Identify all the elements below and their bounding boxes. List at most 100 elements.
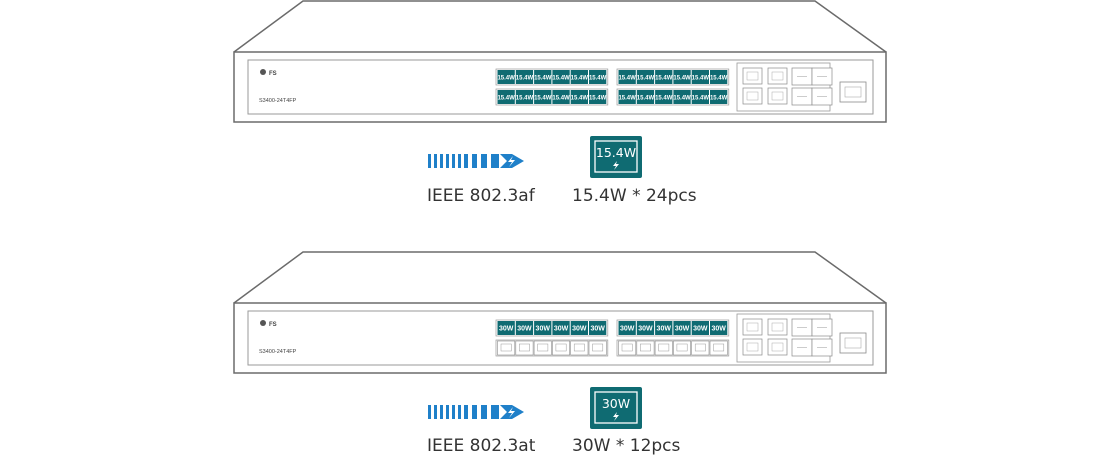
budget-label-af: 15.4W * 24pcs [572, 186, 697, 206]
poe-port [552, 90, 570, 104]
uplink-frame [736, 62, 831, 112]
arrow-dash [491, 405, 499, 419]
port-group-frame [616, 319, 730, 337]
poe-port [534, 70, 552, 84]
port-group-frame [495, 68, 609, 86]
poe-port [710, 90, 728, 104]
switch-top [233, 251, 887, 304]
rj45-port-icon [636, 340, 655, 356]
poe-port-label: 15.4W [589, 95, 607, 101]
poe-port-label: 15.4W [534, 75, 552, 81]
console-port-icon [839, 332, 867, 354]
lightning-icon [508, 407, 515, 418]
poe-port [552, 70, 570, 84]
port-group-frame [495, 339, 609, 357]
rj45-port-icon [742, 87, 763, 105]
rj45-jack [658, 343, 670, 352]
poe-port [636, 70, 655, 84]
rj45-jack [676, 343, 688, 352]
poe-port-label: 30W [517, 325, 532, 332]
rj45-jack [713, 343, 725, 352]
rj45-jack [592, 343, 604, 352]
model-text: S3400-24T4FP [259, 98, 297, 104]
poe-port [691, 321, 709, 335]
model-text: S3400-24T4FP [259, 349, 297, 355]
poe-port-label: 30W [657, 325, 672, 332]
poe-port-label: 30W [572, 325, 587, 332]
rj45-jack [537, 343, 549, 352]
rj45-port-icon [618, 340, 637, 356]
poe-port-label: 15.4W [692, 75, 710, 81]
arrow-dash [491, 154, 499, 168]
poe-port-label: 30W [620, 325, 635, 332]
poe-port [570, 70, 588, 84]
arrow-dash [464, 154, 468, 168]
uplink-frame [736, 313, 831, 363]
poe-port-label: 15.4W [571, 75, 589, 81]
arrow-dash [452, 405, 455, 419]
poe-port [691, 70, 709, 84]
rj45-jack [746, 342, 759, 352]
poe-port-label: 30W [554, 325, 569, 332]
port-group-frame [616, 339, 730, 357]
rj45-jack [500, 343, 512, 352]
rj45-jack [519, 343, 530, 352]
badge-inner-frame [594, 391, 638, 424]
poe-port-badge-icon: 15.4W [590, 136, 642, 178]
standard-label-at: IEEE 802.3at [427, 436, 536, 456]
poe-port-label: 15.4W [497, 95, 515, 101]
poe-port [515, 321, 534, 335]
arrow-dash [472, 405, 477, 419]
poe-port [534, 321, 552, 335]
poe-port-label: 15.4W [552, 75, 570, 81]
poe-port-badge-icon: 30W [590, 387, 642, 429]
rj45-port-icon [767, 87, 788, 105]
badge-label: 30W [602, 396, 630, 411]
arrow-dash [440, 405, 443, 419]
arrow-dash [458, 405, 461, 419]
rj45-port-icon [533, 340, 552, 356]
arrow-dash [440, 154, 443, 168]
poe-port-label: 15.4W [516, 75, 534, 81]
poe-arrow-icon [428, 154, 524, 168]
poe-port [673, 90, 691, 104]
port-group-frame [495, 319, 609, 337]
poe-port-label: 15.4W [637, 75, 655, 81]
poe-port-label: 15.4W [710, 95, 728, 101]
lightning-icon [613, 161, 619, 170]
lightning-icon [613, 412, 619, 421]
rj45-port-icon [497, 340, 516, 356]
poe-port [589, 90, 607, 104]
arrow-dash [428, 154, 431, 168]
poe-port-label: 15.4W [673, 95, 691, 101]
poe-port [618, 321, 636, 335]
poe-port [655, 90, 673, 104]
poe-port [515, 90, 534, 104]
budget-label-at: 30W * 12pcs [572, 436, 681, 456]
rj45-jack [746, 71, 759, 81]
poe-port [497, 70, 515, 84]
arrow-dash [434, 405, 437, 419]
poe-port-label: 30W [693, 325, 708, 332]
poe-port [497, 90, 515, 104]
port-group-frame [495, 88, 609, 106]
arrow-dash [446, 154, 449, 168]
rj45-port-icon [767, 318, 788, 336]
poe-port [710, 70, 728, 84]
rj45-jack [771, 342, 784, 352]
rj45-port-icon [767, 67, 788, 85]
front-panel [247, 59, 874, 115]
poe-port-label: 15.4W [655, 75, 673, 81]
poe-port [673, 321, 691, 335]
switch-body [233, 302, 887, 374]
badge-outer [590, 136, 642, 178]
poe-port [552, 321, 570, 335]
poe-port [570, 90, 588, 104]
poe-port-label: 30W [590, 325, 605, 332]
switch-top [233, 0, 887, 53]
arrow-dash [458, 154, 461, 168]
poe-port-label: 15.4W [618, 95, 636, 101]
arrow-dash [472, 154, 477, 168]
arrow-dash [464, 405, 468, 419]
